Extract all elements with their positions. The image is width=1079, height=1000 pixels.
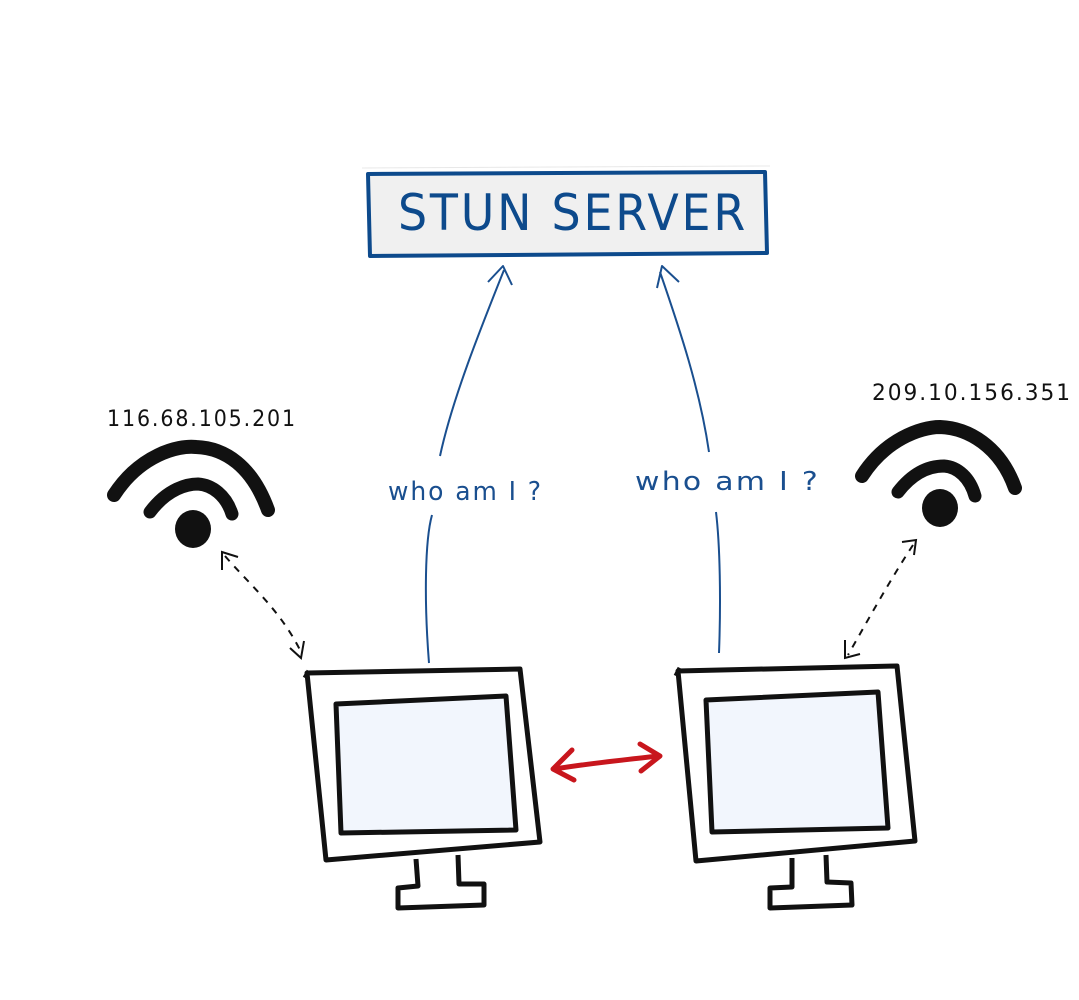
right-dashed-double-arrow [844, 538, 918, 660]
server-title: STUN SERVER [398, 184, 748, 242]
left-ip-label: 116.68.105.201 [107, 407, 297, 432]
right-ip-label: 209.10.156.351 [872, 381, 1072, 406]
left-question-label: who am I ? [388, 477, 543, 507]
peer-double-arrow [550, 741, 663, 783]
monitor-icon [673, 663, 918, 911]
wifi-icon [855, 419, 1022, 527]
wifi-icon [107, 439, 275, 548]
right-request-arrow [656, 265, 721, 654]
monitor-icon [302, 666, 543, 911]
left-dashed-double-arrow [221, 550, 305, 660]
left-request-arrow [424, 265, 513, 664]
stun-server-box: STUN SERVER [361, 165, 771, 258]
right-question-label: who am I ? [635, 467, 820, 497]
